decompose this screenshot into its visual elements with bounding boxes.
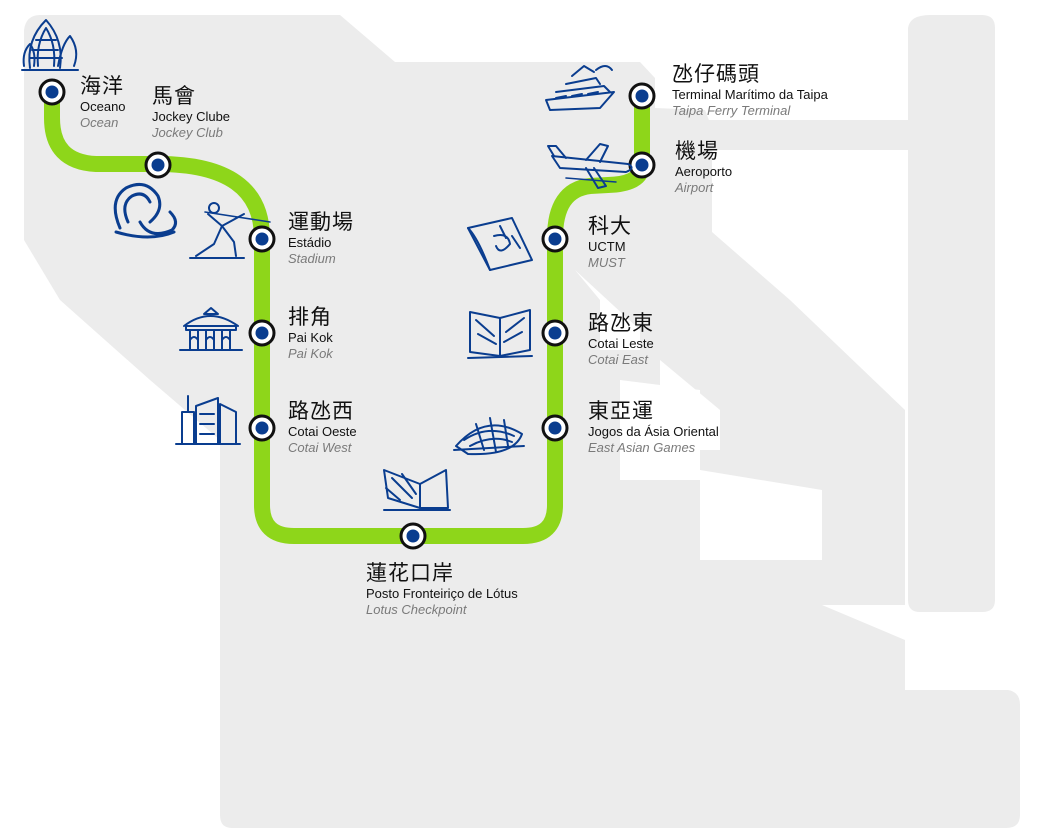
station-name-pt: Terminal Marítimo da Taipa (672, 87, 828, 102)
horseshoe-icon (113, 182, 177, 239)
station-marker-lotus[interactable] (399, 522, 427, 550)
station-label-estadio[interactable]: 運動場 Estádio Stadium (288, 210, 354, 266)
station-label-cotaieast[interactable]: 路氹東 Cotai Leste Cotai East (588, 311, 654, 367)
station-name-en: Ocean (80, 115, 119, 130)
ferry-icon (545, 65, 615, 111)
station-name-pt: Aeroporto (675, 164, 733, 179)
station-name-zh: 排角 (288, 305, 332, 329)
land-cut-1 (575, 270, 640, 350)
station-label-cotaiwest[interactable]: 路氹西 Cotai Oeste Cotai West (288, 399, 357, 455)
station-name-pt: Cotai Leste (588, 336, 654, 351)
station-label-oceano[interactable]: 海洋 Oceano Ocean (80, 74, 126, 130)
station-name-pt: Jogos da Ásia Oriental (588, 424, 719, 439)
ocean-building-icon (21, 19, 79, 71)
land-strip-mid (700, 120, 908, 150)
station-name-en: Cotai East (588, 352, 648, 367)
station-marker-airport[interactable] (628, 151, 656, 179)
station-name-zh: 海洋 (80, 74, 124, 98)
station-name-pt: Estádio (288, 235, 332, 250)
skyline-icon (175, 395, 241, 445)
station-label-lotus[interactable]: 蓮花口岸 Posto Fronteiriço de Lótus Lotus Ch… (366, 561, 518, 617)
station-markers (38, 78, 656, 550)
dome-icon (453, 417, 525, 456)
open-book-icon (467, 309, 533, 359)
station-marker-eastasian[interactable] (541, 414, 569, 442)
flag-icon (467, 217, 533, 271)
station-name-zh: 氹仔碼頭 (672, 62, 760, 86)
station-marker-oceano[interactable] (38, 78, 66, 106)
station-name-zh: 機場 (675, 139, 719, 163)
station-marker-paikok[interactable] (248, 319, 276, 347)
station-name-zh: 蓮花口岸 (366, 561, 454, 585)
station-name-zh: 馬會 (152, 84, 196, 108)
station-name-en: Lotus Checkpoint (366, 602, 467, 617)
airplane-icon (547, 143, 633, 189)
station-name-zh: 路氹東 (588, 311, 654, 335)
station-name-en: Stadium (288, 251, 336, 266)
station-name-pt: Cotai Oeste (288, 424, 357, 439)
station-label-jockey[interactable]: 馬會 Jockey Clube Jockey Club (152, 84, 231, 140)
station-name-en: Jockey Club (152, 125, 223, 140)
station-name-en: Cotai West (288, 440, 352, 455)
pavilion-icon (179, 307, 243, 351)
station-label-eastasian[interactable]: 東亞運 Jogos da Ásia Oriental East Asian Ga… (588, 399, 719, 455)
station-name-en: MUST (588, 255, 625, 270)
station-name-zh: 科大 (588, 214, 632, 238)
station-name-pt: Oceano (80, 99, 126, 114)
athlete-icon (189, 202, 271, 259)
station-name-pt: Jockey Clube (152, 109, 231, 124)
land-taipa (24, 15, 1020, 828)
station-name-en: East Asian Games (588, 440, 696, 455)
station-label-uctm[interactable]: 科大 UCTM MUST (588, 214, 632, 270)
station-label-airport[interactable]: 機場 Aeroporto Airport (675, 139, 733, 195)
station-name-pt: UCTM (588, 239, 626, 254)
station-name-en: Taipa Ferry Terminal (672, 103, 791, 118)
station-name-zh: 路氹西 (288, 399, 354, 423)
station-marker-jockey[interactable] (144, 151, 172, 179)
station-label-ferry[interactable]: 氹仔碼頭 Terminal Marítimo da Taipa Taipa Fe… (672, 62, 828, 118)
land-strip-right (908, 15, 995, 612)
station-name-pt: Pai Kok (288, 330, 333, 345)
station-marker-ferry[interactable] (628, 82, 656, 110)
station-name-zh: 運動場 (288, 210, 354, 234)
station-name-zh: 東亞運 (588, 399, 654, 423)
checkpoint-building-icon (383, 469, 451, 511)
metro-line (44, 84, 650, 544)
station-marker-uctm[interactable] (541, 225, 569, 253)
station-name-en: Airport (675, 180, 714, 195)
station-name-pt: Posto Fronteiriço de Lótus (366, 586, 518, 601)
station-label-paikok[interactable]: 排角 Pai Kok Pai Kok (288, 305, 333, 361)
land-masses (24, 15, 1020, 828)
station-name-en: Pai Kok (288, 346, 333, 361)
land-cut-2 (660, 360, 720, 450)
station-marker-cotaieast[interactable] (541, 319, 569, 347)
station-marker-cotaiwest[interactable] (248, 414, 276, 442)
station-marker-estadio[interactable] (248, 225, 276, 253)
